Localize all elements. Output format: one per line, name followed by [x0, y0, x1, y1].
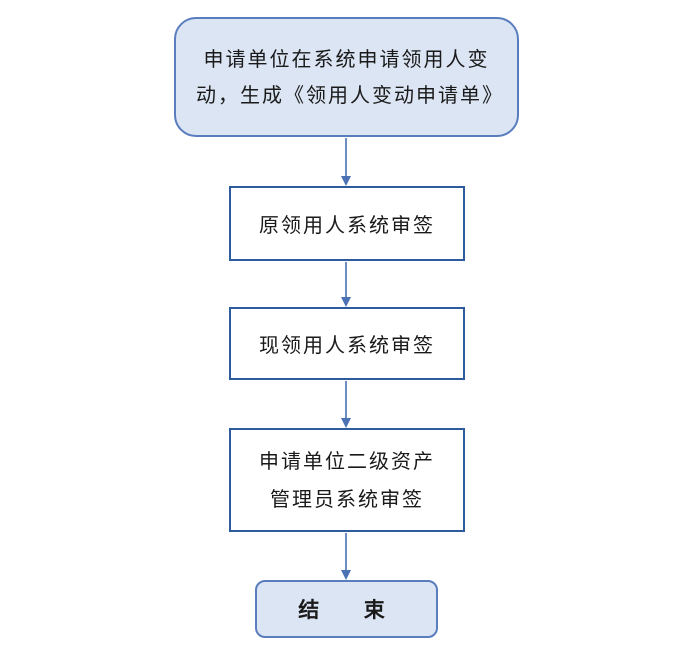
step-asset-admin-sign: 申请单位二级资产 管理员系统审签 — [229, 428, 465, 532]
end-node: 结 束 — [255, 580, 438, 638]
step-current-recipient-sign: 现领用人系统审签 — [229, 307, 465, 380]
step3-label-line2: 管理员系统审签 — [270, 487, 424, 511]
step2-label: 现领用人系统审签 — [259, 333, 435, 357]
step-original-recipient-sign: 原领用人系统审签 — [229, 186, 465, 261]
start-node: 申请单位在系统申请领用人变 动，生成《领用人变动申请单》 — [174, 17, 519, 137]
step3-label-line1: 申请单位二级资产 — [259, 449, 435, 473]
start-node-line1: 申请单位在系统申请领用人变 — [203, 47, 490, 71]
start-node-line2: 动，生成《领用人变动申请单》 — [196, 83, 504, 107]
end-node-label: 结 束 — [298, 597, 395, 622]
step1-label: 原领用人系统审签 — [259, 213, 435, 237]
